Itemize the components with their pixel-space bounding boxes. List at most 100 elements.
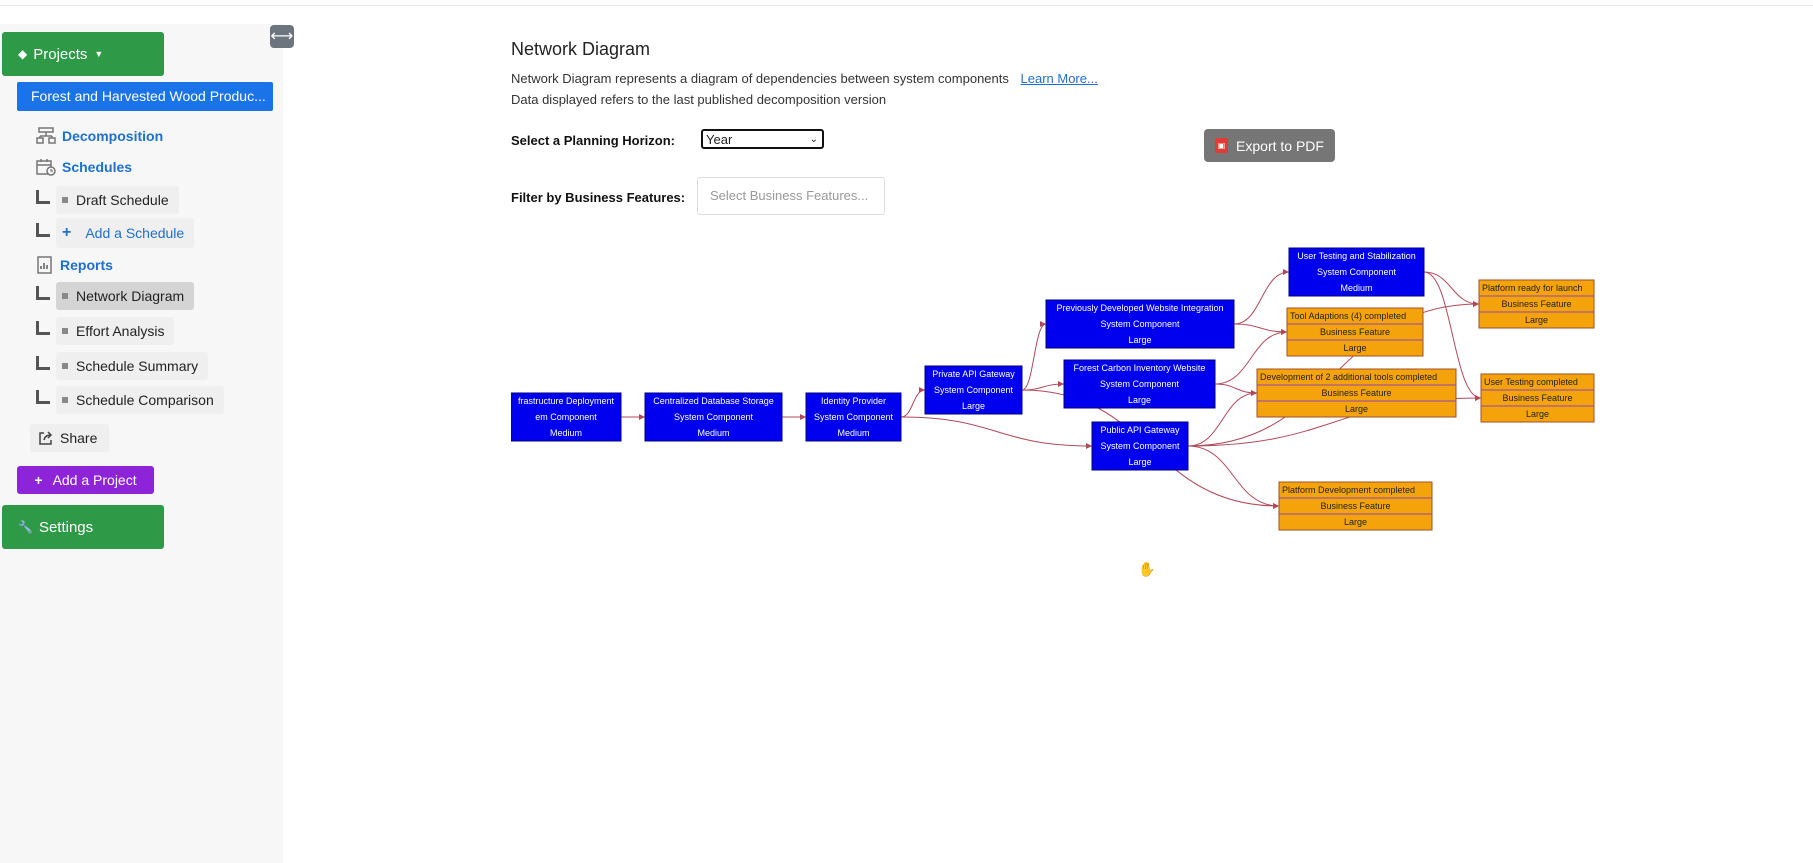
- top-divider: [0, 5, 1813, 6]
- node-type: System Component: [1100, 319, 1180, 329]
- node-size: Medium: [1340, 283, 1372, 293]
- dependency-edge: [1233, 323, 1288, 335]
- caret-down-icon: ▼: [94, 49, 104, 59]
- planning-horizon-select[interactable]: Year ⌄: [701, 129, 824, 149]
- node-title: Previously Developed Website Integration: [1057, 303, 1224, 313]
- node-type: em Component: [535, 412, 597, 422]
- node-type: Business Feature: [1321, 388, 1391, 398]
- planning-horizon-value: Year: [706, 132, 733, 147]
- add-project-label: Add a Project: [52, 472, 137, 488]
- sidebar-item-draft-schedule[interactable]: Draft Schedule: [36, 186, 179, 214]
- schedule-comparison-pill: Schedule Comparison: [56, 386, 224, 414]
- project-item[interactable]: Forest and Harvested Wood Produc...: [17, 82, 273, 111]
- sidebar-item-network-diagram[interactable]: Network Diagram: [36, 282, 195, 310]
- hand-cursor-icon: ✋: [1138, 561, 1156, 577]
- wrench-icon: 🔧: [18, 520, 33, 534]
- export-pdf-label: Export to PDF: [1236, 137, 1324, 154]
- node-title: Tool Adaptions (4) completed: [1290, 311, 1406, 321]
- sidebar-item-schedule-comparison[interactable]: Schedule Comparison: [36, 386, 224, 414]
- chevron-down-icon: ⌄: [809, 134, 818, 145]
- node-title: User Testing completed: [1484, 377, 1578, 387]
- projects-label: Projects: [33, 45, 88, 63]
- projects-button[interactable]: ◆ Projects ▼: [2, 32, 164, 76]
- dependency-edge: [900, 387, 926, 418]
- node-title: Centralized Database Storage: [653, 396, 774, 406]
- node-box: [1045, 299, 1235, 349]
- page-description: Network Diagram represents a diagram of …: [511, 71, 1098, 86]
- draft-schedule-label: Draft Schedule: [76, 192, 169, 208]
- settings-label: Settings: [38, 518, 94, 536]
- sidebar-item-schedule-summary[interactable]: Schedule Summary: [36, 352, 209, 380]
- schedule-summary-label: Schedule Summary: [76, 358, 199, 374]
- node-title: Private API Gateway: [932, 369, 1015, 379]
- sidebar-item-decomposition[interactable]: Decomposition: [36, 127, 163, 145]
- node-type: Business Feature: [1320, 501, 1390, 511]
- node-type: System Component: [1317, 267, 1397, 277]
- add-schedule-pill: + Add a Schedule: [56, 218, 195, 248]
- sidebar-item-schedules[interactable]: Schedules: [36, 158, 132, 176]
- sidebar-toggle-button[interactable]: ⟷: [270, 25, 294, 48]
- share-icon: [39, 431, 53, 445]
- data-note: Data displayed refers to the last publis…: [511, 92, 887, 107]
- node-type: Business Feature: [1501, 299, 1571, 309]
- dependency-edge: [1214, 329, 1288, 385]
- page-title: Network Diagram: [511, 39, 651, 59]
- node-type: System Component: [1100, 441, 1180, 451]
- node-title: Platform ready for launch: [1482, 283, 1583, 293]
- schedule-summary-pill: Schedule Summary: [56, 352, 209, 380]
- tree-branch-icon: [36, 286, 50, 300]
- diamond-icon: ◆: [18, 47, 28, 61]
- share-button[interactable]: Share: [30, 424, 110, 452]
- export-pdf-button[interactable]: ▣ Export to PDF: [1204, 129, 1335, 162]
- node-size: Medium: [837, 428, 869, 438]
- business-features-label: Filter by Business Features:: [511, 190, 686, 205]
- bullet-icon: [62, 363, 68, 369]
- learn-more-link[interactable]: Learn More...: [1020, 71, 1098, 86]
- dependency-edge: [1423, 271, 1480, 307]
- schedules-label: Schedules: [62, 159, 133, 175]
- decomposition-label: Decomposition: [62, 128, 164, 144]
- plus-icon: +: [34, 472, 43, 488]
- description-text: Network Diagram represents a diagram of …: [511, 71, 1009, 86]
- feature-node[interactable]: Development of 2 additional tools comple…: [1256, 368, 1457, 418]
- report-icon: [37, 256, 52, 274]
- component-node[interactable]: Previously Developed Website Integration…: [1045, 299, 1235, 349]
- dependency-edge: [1187, 390, 1258, 447]
- dependency-edge: [1423, 271, 1482, 401]
- node-title: Platform Development completed: [1282, 485, 1415, 495]
- network-diagram-label: Network Diagram: [76, 288, 185, 304]
- sidebar-item-add-schedule[interactable]: + Add a Schedule: [36, 218, 195, 248]
- node-size: Large: [1343, 343, 1366, 353]
- calendar-clock-icon: [36, 159, 56, 176]
- draft-schedule-pill: Draft Schedule: [56, 186, 179, 214]
- arrows-horizontal-icon: ⟷: [270, 28, 294, 45]
- node-size: Large: [1128, 457, 1151, 467]
- settings-button[interactable]: 🔧 Settings: [2, 505, 164, 549]
- sidebar-item-effort-analysis[interactable]: Effort Analysis: [36, 317, 175, 345]
- node-size: Large: [1526, 409, 1549, 419]
- schedule-comparison-label: Schedule Comparison: [76, 392, 214, 408]
- hierarchy-icon: [36, 127, 56, 144]
- effort-analysis-label: Effort Analysis: [76, 323, 165, 339]
- add-project-button[interactable]: + Add a Project: [17, 466, 154, 494]
- reports-label: Reports: [60, 257, 113, 273]
- node-size: Large: [1344, 517, 1367, 527]
- node-box: [1286, 307, 1424, 357]
- node-type: System Component: [934, 385, 1014, 395]
- node-size: Medium: [550, 428, 582, 438]
- node-type: System Component: [1100, 379, 1180, 389]
- sidebar-item-reports[interactable]: Reports: [36, 256, 113, 274]
- node-type: System Component: [674, 412, 754, 422]
- business-features-select[interactable]: Select Business Features...: [697, 177, 885, 215]
